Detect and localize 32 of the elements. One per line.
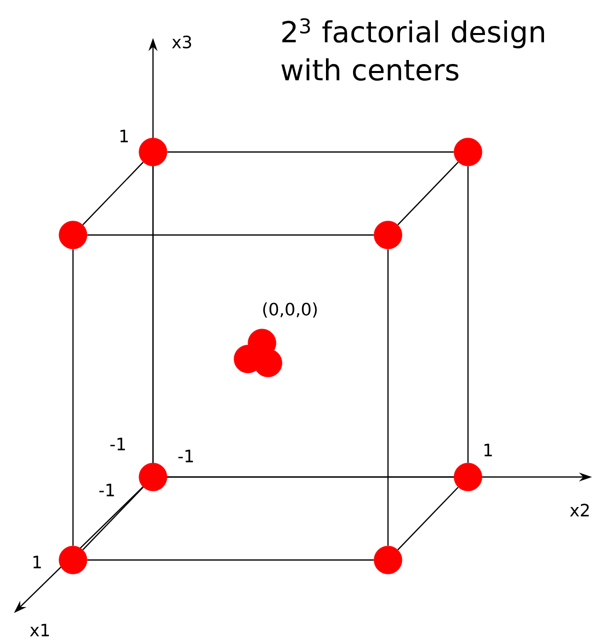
axis-label: x2 [570,504,589,516]
cube-edge [397,486,459,550]
tick-label: -1 [178,450,193,462]
axis-label: x3 [172,36,192,48]
cube-edge [87,559,374,561]
cube-edge [72,249,74,546]
axis-label: x1 [30,624,49,636]
cube-edge [167,151,454,153]
point-dot [58,546,88,574]
cube-edge [82,486,144,550]
tick-label: -1 [110,438,125,450]
cube-edge [387,249,389,546]
tick-label: 1 [33,556,41,568]
point-dot [454,462,482,492]
cube-edge [397,162,459,226]
point-dot [138,138,168,166]
point-dot [454,138,482,166]
point-dot [374,220,402,250]
point-dot [58,220,88,250]
point-label: (0,0,0) [263,302,317,318]
cube-edge [467,166,469,463]
cube-edge [152,166,154,463]
point-dot [138,462,168,492]
tick-label: 1 [120,130,128,142]
cube-edge [87,234,374,236]
tick-label: 1 [484,444,492,456]
cube-edge [167,476,454,478]
title: 2$^{3}$ factorial design with centers [281,18,544,81]
point-dot [254,348,282,378]
tick-label: -1 [99,484,114,496]
cube-edge [82,162,144,226]
point-dot [374,546,402,574]
